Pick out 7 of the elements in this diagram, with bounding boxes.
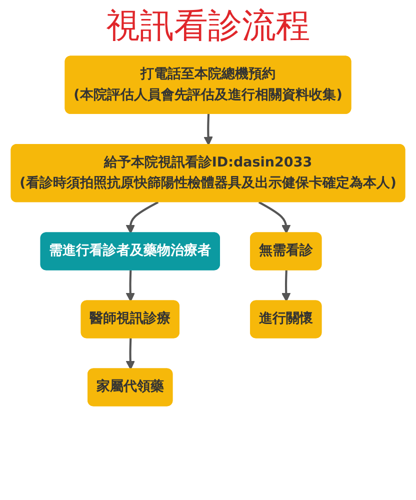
arrow <box>126 201 159 234</box>
arrow <box>204 114 213 146</box>
title: 視訊看診流程 <box>105 5 311 48</box>
arrow <box>126 270 135 302</box>
arrow <box>126 338 135 370</box>
arrow <box>258 201 291 234</box>
arrow <box>282 270 291 302</box>
